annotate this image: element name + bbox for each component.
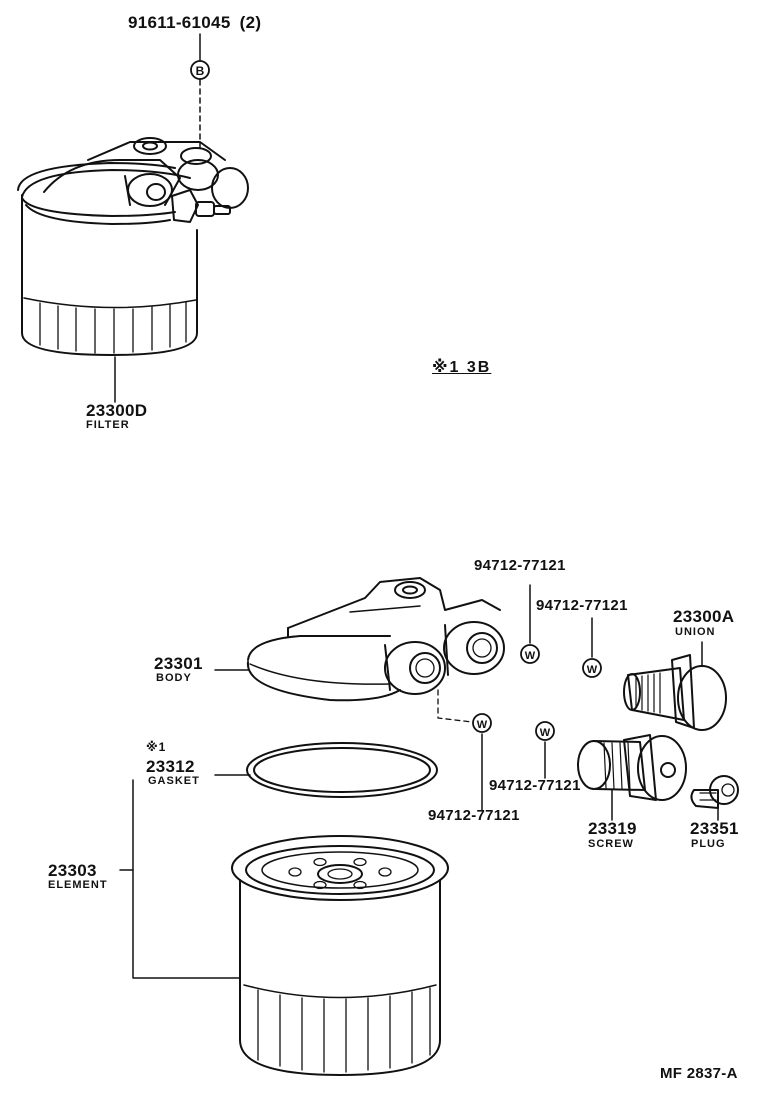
washer-part-number-1: 94712-77121	[474, 557, 566, 574]
gasket-name: GASKET	[148, 775, 200, 787]
leader-lines	[114, 356, 719, 979]
bolt-part-number-text: 91611-61045	[128, 13, 231, 32]
plug-name: PLUG	[691, 838, 726, 850]
union-part-number: 23300A	[673, 607, 735, 626]
washer-marker-1-text: W	[525, 650, 536, 662]
washer-part-number-2: 94712-77121	[536, 597, 628, 614]
washer-marker-3-text: W	[477, 719, 488, 731]
bolt-part-number: 91611-61045 (2)	[128, 14, 261, 31]
filter-assembly-drawing	[17, 33, 249, 356]
filter-name: FILTER	[86, 419, 130, 431]
bolt-quantity: (2)	[239, 13, 262, 32]
washer-marker-2-text: W	[587, 664, 598, 676]
exploded-view-drawing	[231, 577, 739, 1076]
reference-note: ※1 3B	[432, 359, 492, 376]
figure-id: MF 2837-A	[660, 1065, 738, 1082]
washer-marker-4-text: W	[540, 727, 551, 739]
washer-part-number-4: 94712-77121	[489, 777, 581, 794]
element-part-number: 23303	[48, 861, 97, 880]
element-name: ELEMENT	[48, 879, 108, 891]
washer-marker-2: W	[582, 658, 602, 678]
gasket-part-number: 23312	[146, 757, 195, 776]
bolt-marker: B	[190, 60, 210, 80]
washer-part-number-3: 94712-77121	[428, 807, 520, 824]
filter-part-number: 23300D	[86, 401, 148, 420]
washer-marker-1: W	[520, 644, 540, 664]
screw-name: SCREW	[588, 838, 634, 850]
washer-marker-3: W	[472, 713, 492, 733]
washer-marker-4: W	[535, 721, 555, 741]
body-part-number: 23301	[154, 654, 203, 673]
body-name: BODY	[156, 672, 192, 684]
gasket-note: ※1	[146, 740, 167, 754]
screw-part-number: 23319	[588, 819, 637, 838]
plug-part-number: 23351	[690, 819, 739, 838]
union-name: UNION	[675, 626, 716, 638]
bolt-marker-text: B	[196, 64, 205, 78]
